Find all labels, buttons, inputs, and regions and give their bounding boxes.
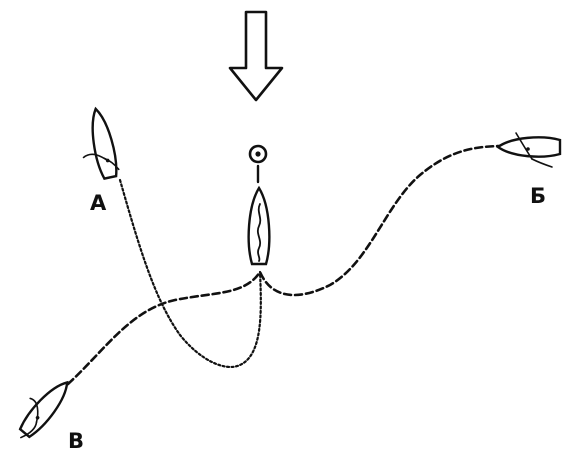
boat-a-label: А: [90, 191, 107, 215]
course-path-dashed: [66, 144, 507, 386]
boat-v-icon: [18, 380, 69, 439]
buoy-icon: [248, 144, 268, 184]
course-path-dotted: [118, 178, 262, 369]
central-boat-icon: [247, 185, 271, 266]
boat-a-icon: [82, 106, 120, 180]
boat-b-label: Б: [530, 184, 546, 208]
boat-v-label: В: [68, 429, 84, 453]
wind-arrow-icon: [228, 10, 284, 102]
boat-b-icon: [495, 132, 562, 168]
